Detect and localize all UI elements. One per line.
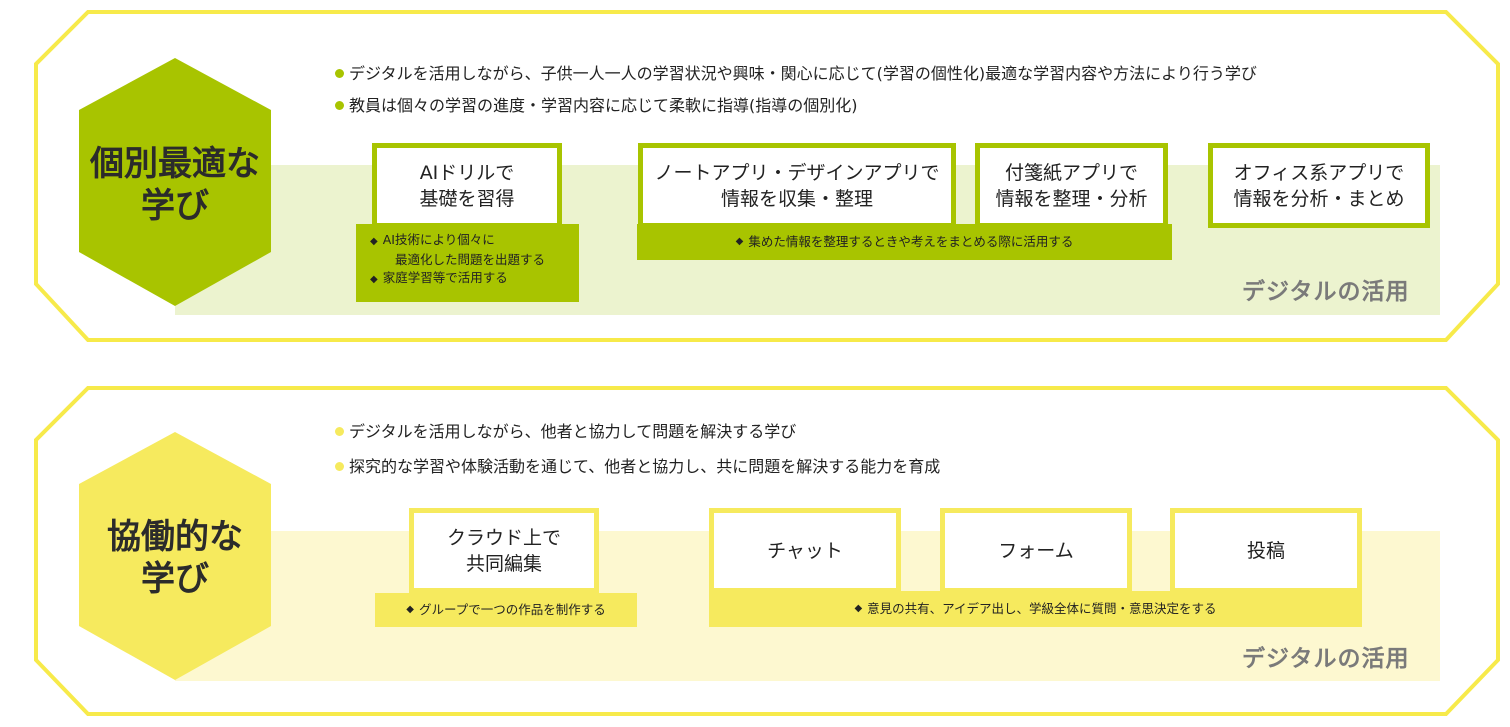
hexagon-title: 個別最適な 学び xyxy=(90,144,260,226)
card-ai-drill: AIドリルで基礎を習得 xyxy=(372,143,562,228)
bullet-dot-icon xyxy=(335,462,344,471)
diamond-icon: ◆ xyxy=(406,604,414,615)
panel-individual-learning: 個別最適な 学び デジタルを活用しながら、子供一人一人の学習状況や興味・関心に応… xyxy=(0,0,1510,350)
bullet-dot-icon xyxy=(335,427,344,436)
hexagon-badge xyxy=(79,432,271,680)
bullet-dot-icon xyxy=(335,101,344,110)
panel-collaborative-learning: 協働的な 学び デジタルを活用しながら、他者と協力して問題を解決する学び 探究的… xyxy=(0,378,1510,727)
card-post: 投稿 xyxy=(1170,508,1362,593)
digital-label: デジタルの活用 xyxy=(1242,279,1410,305)
bullet-item: 探究的な学習や体験活動を通じて、他者と協力し、共に問題を解決する能力を育成 xyxy=(335,457,940,477)
card-office-app: オフィス系アプリで情報を分析・まとめ xyxy=(1208,143,1430,228)
bullet-dot-icon xyxy=(335,69,344,78)
digital-label: デジタルの活用 xyxy=(1242,646,1410,672)
bullet-item: デジタルを活用しながら、他者と協力して問題を解決する学び xyxy=(335,422,796,442)
diamond-icon: ◆ xyxy=(370,236,378,247)
card-cloud-coediting: クラウド上で共同編集 xyxy=(409,508,599,593)
diamond-icon: ◆ xyxy=(854,603,863,614)
diamond-icon: ◆ xyxy=(370,274,378,285)
panel-frame xyxy=(34,386,1500,716)
note-info-organize: ◆集めた情報を整理するときや考えをまとめる際に活用する xyxy=(637,224,1172,260)
note-group-work: ◆グループで一つの作品を制作する xyxy=(375,593,637,627)
bullet-item: デジタルを活用しながら、子供一人一人の学習状況や興味・関心に応じて(学習の個性化… xyxy=(335,64,1257,84)
note-opinion-sharing: ◆意見の共有、アイデア出し、学級全体に質問・意思決定をする xyxy=(709,591,1362,627)
hexagon-badge xyxy=(79,58,271,306)
card-form: フォーム xyxy=(940,508,1132,593)
panel-frame xyxy=(34,10,1500,342)
card-note-design-app: ノートアプリ・デザインアプリで情報を収集・整理 xyxy=(638,143,956,228)
diamond-icon: ◆ xyxy=(735,236,744,247)
bullet-item: 教員は個々の学習の進度・学習内容に応じて柔軟に指導(指導の個別化) xyxy=(335,96,858,116)
hexagon-title: 協働的な 学び xyxy=(107,517,243,599)
card-chat: チャット xyxy=(709,508,901,593)
note-ai-drill: ◆AI技術により個々に 最適化した問題を出題する ◆家庭学習等で活用する xyxy=(356,224,579,302)
card-sticky-note-app: 付箋紙アプリで情報を整理・分析 xyxy=(975,143,1168,228)
